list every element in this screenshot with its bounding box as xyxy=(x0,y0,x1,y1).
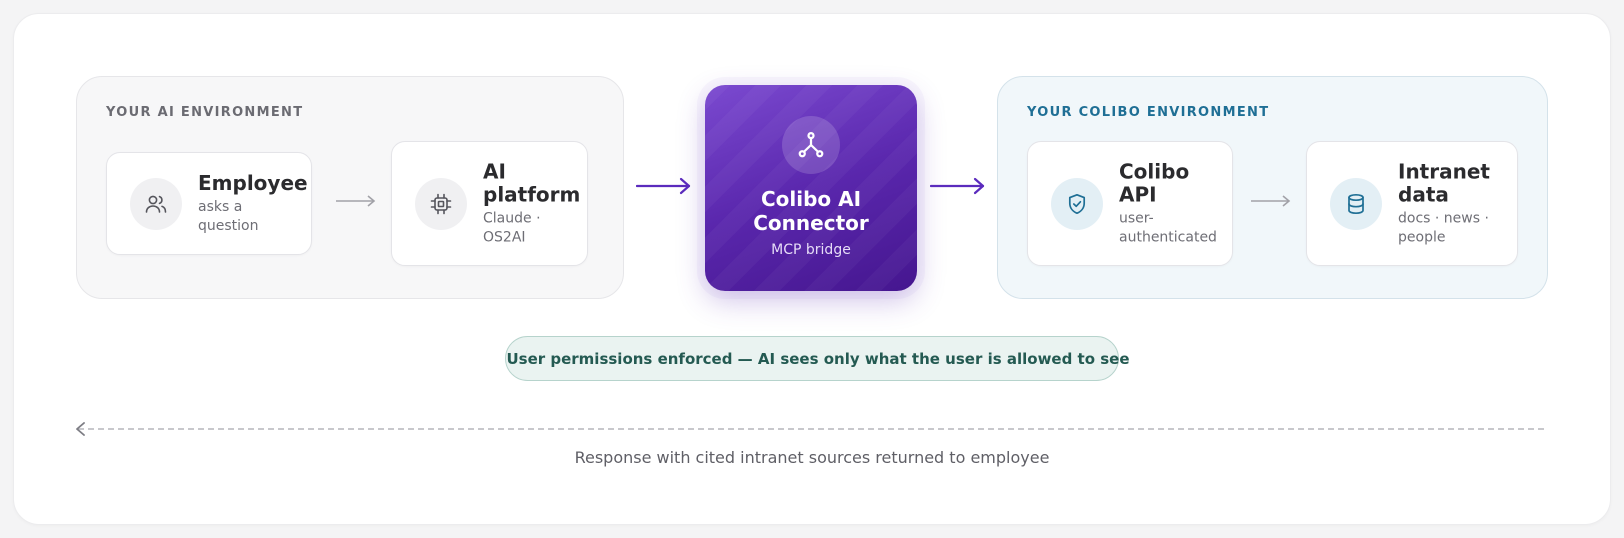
intranet-data-subtitle: docs · news · people xyxy=(1398,210,1489,245)
database-icon xyxy=(1330,177,1382,230)
return-arrow xyxy=(76,422,1548,436)
employee-node: Employee asks a question xyxy=(106,152,312,255)
ai-environment-label: YOUR AI ENVIRONMENT xyxy=(106,105,304,120)
connector-subtitle: MCP bridge xyxy=(771,242,851,258)
chip-icon xyxy=(415,177,467,230)
employee-subtitle: asks a question xyxy=(198,198,259,234)
permissions-text: User permissions enforced — AI sees only… xyxy=(506,349,1130,368)
arrow-right-icon xyxy=(1251,195,1291,207)
users-icon xyxy=(130,177,182,230)
colibo-api-node: Colibo API user-authenticated xyxy=(1027,141,1233,266)
intranet-data-title: Intranet data xyxy=(1398,159,1490,206)
fork-icon xyxy=(782,116,840,174)
return-flow-text: Response with cited intranet sources ret… xyxy=(574,448,1050,467)
ai-platform-title: AI platform xyxy=(483,159,581,206)
arrow-right-icon xyxy=(636,177,691,195)
arrow-left-icon xyxy=(76,422,85,436)
colibo-environment-group: YOUR COLIBO ENVIRONMENT Colibo API user-… xyxy=(997,76,1548,299)
colibo-api-subtitle: user-authenticated xyxy=(1119,210,1217,245)
connector-title: Colibo AI Connector xyxy=(753,187,869,235)
arrow-right-icon xyxy=(336,195,376,207)
ai-platform-node: AI platform Claude · OS2AI xyxy=(391,141,588,266)
colibo-ai-connector-node: Colibo AI Connector MCP bridge xyxy=(705,85,917,291)
intranet-data-node: Intranet data docs · news · people xyxy=(1306,141,1518,266)
employee-title: Employee xyxy=(198,170,308,195)
ai-environment-group: YOUR AI ENVIRONMENT Employee asks a ques… xyxy=(76,76,624,299)
arrow-right-icon xyxy=(930,177,985,195)
colibo-api-title: Colibo API xyxy=(1119,159,1190,206)
shield-check-icon xyxy=(1051,177,1103,230)
colibo-environment-label: YOUR COLIBO ENVIRONMENT xyxy=(1027,105,1270,120)
ai-platform-subtitle: Claude · OS2AI xyxy=(483,210,541,245)
permissions-badge: User permissions enforced — AI sees only… xyxy=(505,336,1130,381)
